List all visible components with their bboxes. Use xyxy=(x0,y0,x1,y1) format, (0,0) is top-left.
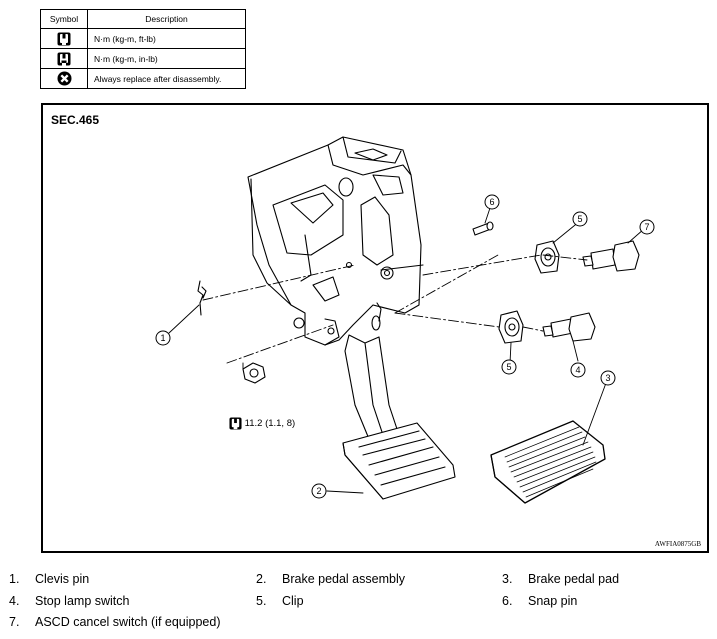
pedal-arm xyxy=(344,334,400,440)
list-item: 5.Clip xyxy=(256,594,304,608)
brake-pedal-exploded-diagram: SEC.465 xyxy=(41,103,709,553)
diagram-artwork: 1 2 3 4 5 5 6 xyxy=(155,136,655,504)
svg-text:1: 1 xyxy=(160,333,165,343)
callout-7: 7 xyxy=(639,219,655,235)
section-label: SEC.465 xyxy=(51,113,100,127)
part-name: Brake pedal assembly xyxy=(282,572,405,586)
callout-1: 1 xyxy=(155,330,171,346)
symbol-legend-table: Symbol Description N·m (kg-m, ft-lb) N·m… xyxy=(40,9,246,89)
svg-text:5: 5 xyxy=(577,214,582,224)
clevis-pin-part xyxy=(197,280,207,316)
list-item: 2.Brake pedal assembly xyxy=(256,572,405,586)
pedal-pad-on-arm xyxy=(342,422,456,500)
callout-5-lower: 5 xyxy=(501,359,517,375)
legend-row: N·m (kg-m, ft-lb) xyxy=(40,28,246,49)
list-item: 3.Brake pedal pad xyxy=(502,572,620,586)
legend-header-row: Symbol Description xyxy=(40,9,246,29)
clip-part-upper xyxy=(534,240,560,274)
snap-pin-part xyxy=(472,221,494,236)
part-name: Snap pin xyxy=(528,594,578,608)
figure-code: AWFIA0875GB xyxy=(654,540,701,548)
svg-text:6: 6 xyxy=(489,197,494,207)
part-name: Clevis pin xyxy=(35,572,90,586)
callout-circles: 1 2 3 4 5 5 6 xyxy=(155,194,655,499)
clip-part-lower xyxy=(498,310,524,344)
callout-6: 6 xyxy=(484,194,500,210)
part-name: Brake pedal pad xyxy=(528,572,620,586)
ascd-cancel-switch-part xyxy=(582,240,640,272)
svg-text:7: 7 xyxy=(644,222,649,232)
svg-text:3: 3 xyxy=(605,373,610,383)
part-name: Stop lamp switch xyxy=(35,594,130,608)
part-name: ASCD cancel switch (if equipped) xyxy=(35,615,221,629)
torque-value: 11.2 (1.1, 8) xyxy=(244,418,296,429)
legend-row-text: Always replace after disassembly. xyxy=(87,68,246,89)
torque-ft-lb-icon xyxy=(57,32,71,45)
legend-header-description: Description xyxy=(87,9,246,29)
legend-row: N·m (kg-m, in-lb) xyxy=(40,48,246,69)
nut-part xyxy=(242,362,266,384)
legend-row-text: N·m (kg-m, in-lb) xyxy=(87,48,246,69)
always-replace-icon xyxy=(57,71,71,86)
brake-pedal-pad-part xyxy=(490,420,606,504)
pedal-bracket xyxy=(247,136,424,346)
legend-row-text: N·m (kg-m, ft-lb) xyxy=(87,28,246,49)
list-item: 7.ASCD cancel switch (if equipped) xyxy=(9,615,221,629)
list-item: 6.Snap pin xyxy=(502,594,578,608)
legend-row: Always replace after disassembly. xyxy=(40,68,246,89)
svg-text:5: 5 xyxy=(506,362,511,372)
torque-in-lb-icon xyxy=(57,52,71,65)
torque-spec: 11.2 (1.1, 8) xyxy=(229,417,295,430)
stop-lamp-switch-part xyxy=(542,312,596,342)
torque-ft-lb-icon xyxy=(229,417,242,430)
callout-5-upper: 5 xyxy=(572,211,588,227)
part-name: Clip xyxy=(282,594,304,608)
callout-4: 4 xyxy=(570,362,586,378)
callout-3: 3 xyxy=(600,370,616,386)
callout-2: 2 xyxy=(311,483,327,499)
assembly-lines xyxy=(202,254,588,370)
svg-text:2: 2 xyxy=(316,486,321,496)
list-item: 1.Clevis pin xyxy=(9,572,90,586)
legend-header-symbol: Symbol xyxy=(40,9,88,29)
svg-text:4: 4 xyxy=(575,365,580,375)
list-item: 4.Stop lamp switch xyxy=(9,594,130,608)
